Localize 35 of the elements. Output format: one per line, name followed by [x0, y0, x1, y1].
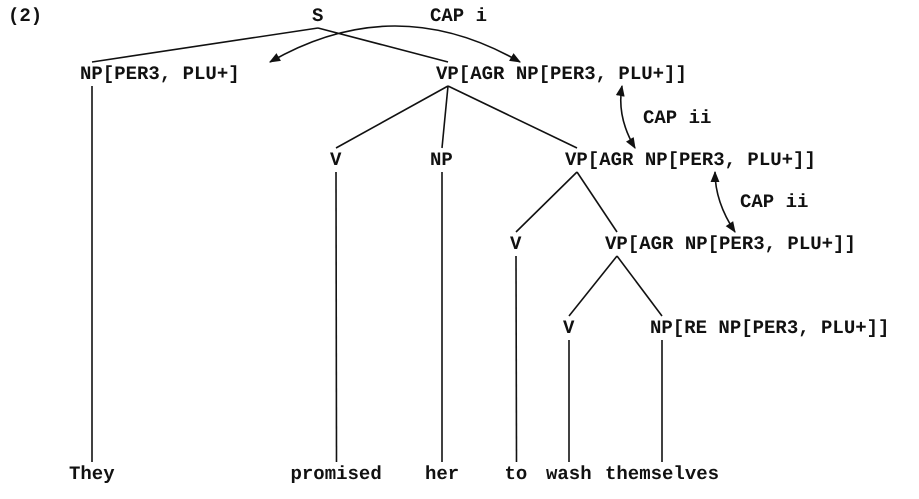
category-label: NP	[430, 148, 453, 172]
word: wash	[546, 462, 592, 486]
tree-branch	[336, 85, 448, 149]
word: themselves	[605, 462, 720, 486]
double-arrow	[710, 170, 736, 233]
tree-branch	[441, 86, 449, 148]
tree-branch	[335, 172, 338, 462]
category-label: S	[312, 4, 324, 28]
tree-branch	[568, 340, 570, 462]
category-label: V	[563, 316, 574, 340]
tree-branch	[448, 85, 578, 149]
category-label: NP[PER3, PLU+]	[80, 62, 240, 86]
double-arrow	[616, 84, 636, 149]
category-label: VP[AGR NP[PER3, PLU+]]	[605, 232, 856, 256]
category-label: VP[AGR NP[PER3, PLU+]]	[436, 62, 687, 86]
double-arrow	[269, 25, 521, 63]
tree-branch	[576, 172, 618, 232]
tree-branch	[661, 340, 663, 462]
tree-branch	[515, 256, 518, 462]
word: her	[425, 462, 460, 486]
tree-branch	[91, 86, 93, 462]
example-number: (2)	[8, 4, 42, 28]
tree-branch	[568, 256, 618, 316]
word: They	[69, 462, 115, 486]
tree-branch	[441, 172, 443, 462]
tree-branch	[92, 27, 318, 63]
category-label: V	[330, 148, 342, 172]
tree-branch	[616, 256, 663, 316]
word: to	[504, 462, 528, 486]
category-label: NP[RE NP[PER3, PLU+]]	[650, 316, 890, 340]
word: promised	[290, 462, 382, 486]
tree-branch	[515, 171, 578, 233]
category-label: VP[AGR NP[PER3, PLU+]]	[565, 148, 816, 172]
tree-branch	[318, 27, 448, 63]
category-label: V	[510, 232, 522, 256]
